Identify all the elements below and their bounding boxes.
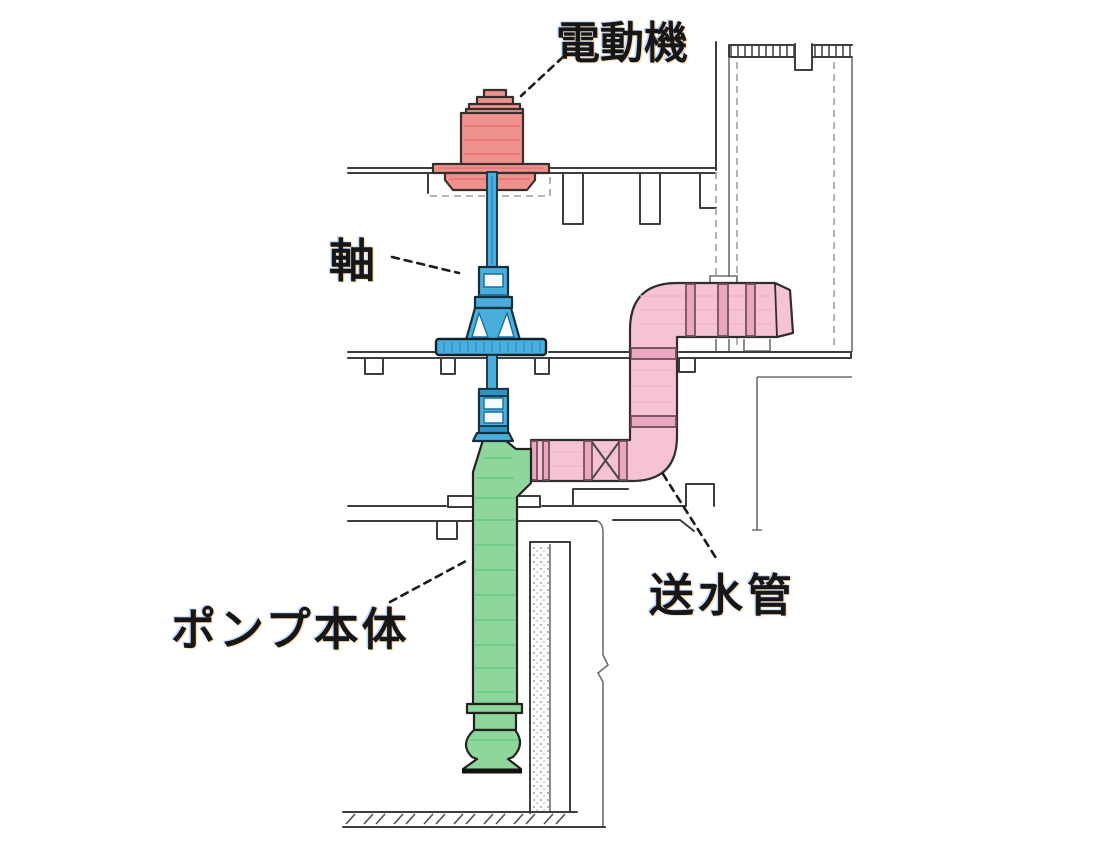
pump-body-graphic <box>461 438 533 774</box>
motor-graphic <box>431 88 551 192</box>
label-shaft: 軸 <box>329 235 375 287</box>
leader-motor <box>519 55 565 98</box>
label-motor: 電動機 <box>556 19 688 68</box>
leader-shaft <box>390 255 461 275</box>
label-pump-body: ポンプ本体 <box>171 604 410 655</box>
shaft-graphic <box>434 171 548 443</box>
leader-lines <box>388 55 718 604</box>
labels: 電動機 軸 ポンプ本体 送水管 <box>171 19 796 655</box>
leader-pump-body <box>388 559 468 604</box>
leader-delivery-pipe <box>661 472 718 560</box>
label-delivery-pipe: 送水管 <box>649 570 796 621</box>
building-structure-lines <box>342 41 853 828</box>
delivery-pipe-graphic <box>529 281 795 483</box>
